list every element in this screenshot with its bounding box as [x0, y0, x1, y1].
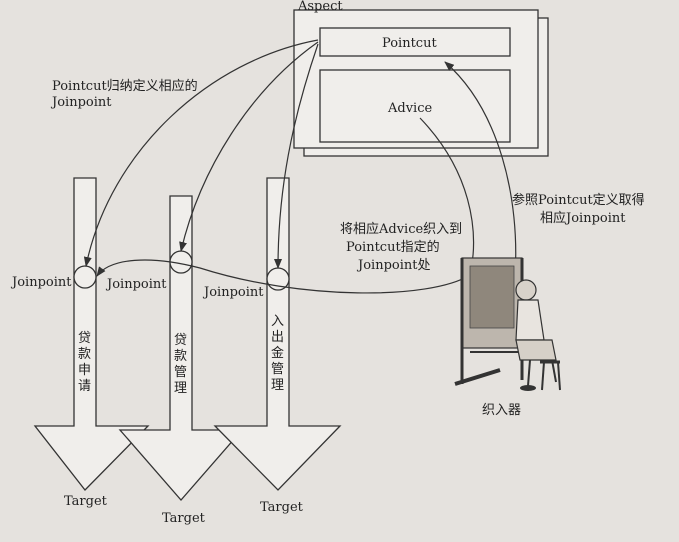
joinpoint-label-1: Joinpoint — [10, 275, 72, 290]
pointcut-to-joinpoint-2 — [179, 41, 319, 252]
weaver-label: 织入器 — [482, 403, 521, 418]
advice-weave-curve — [96, 117, 475, 294]
aspect-title: Aspect — [297, 0, 343, 14]
advice-box — [319, 69, 511, 143]
weave-note-2: Pointcut指定的 — [346, 239, 440, 255]
joinpoint-circle-1 — [73, 265, 97, 289]
joinpoint-label-3: Joinpoint — [202, 285, 264, 300]
weave-note-3: Joinpoint处 — [356, 258, 430, 273]
target-name-2: 贷款管理 — [174, 333, 187, 396]
target-label-2: Target — [162, 511, 206, 526]
pointcut-to-joinpoint-1 — [83, 39, 319, 267]
weaver-loom-illustration — [454, 257, 561, 391]
target-name-3: 入出金管理 — [271, 314, 284, 393]
target-label-1: Target — [64, 494, 108, 509]
weaver-reference-curve — [444, 61, 517, 277]
pointcut-joinpoint-note-1: Pointcut归纳定义相应的 — [52, 78, 198, 94]
pointcut-label: Pointcut — [382, 36, 437, 51]
reference-note-1: 参照Pointcut定义取得 — [512, 192, 645, 208]
target-arrow-cash-management — [213, 177, 342, 491]
advice-label: Advice — [387, 101, 432, 116]
pointcut-box — [319, 27, 511, 57]
target-arrow-loan-management — [118, 195, 244, 501]
target-arrow-loan-application — [33, 177, 150, 491]
joinpoint-label-2: Joinpoint — [105, 277, 167, 292]
pointcut-to-joinpoint-3 — [274, 43, 319, 269]
pointcut-joinpoint-note-2: Joinpoint — [50, 95, 112, 110]
reference-note-2: 相应Joinpoint — [540, 210, 626, 226]
target-name-1: 贷款申请 — [78, 331, 91, 394]
target-label-3: Target — [260, 500, 304, 515]
weave-note-1: 将相应Advice织入到 — [340, 221, 462, 237]
